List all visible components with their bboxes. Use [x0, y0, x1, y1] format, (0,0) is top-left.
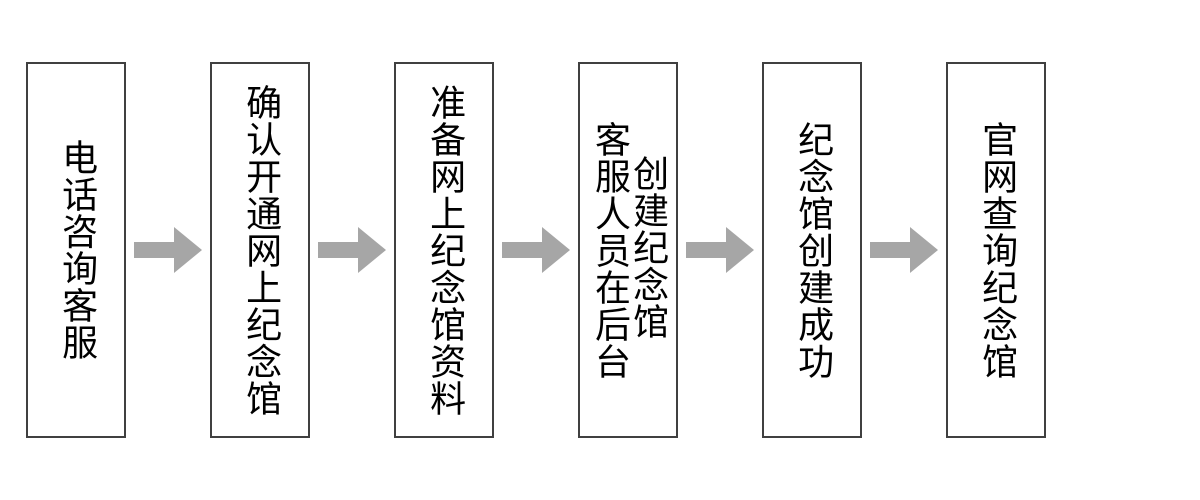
flow-node-4-label-column-1: 客服人员在后台: [589, 120, 630, 380]
flow-node-3-label: 准备网上纪念馆资料: [424, 83, 466, 417]
right-arrow-icon-2: [310, 227, 394, 273]
right-arrow-icon-3: [494, 227, 578, 273]
flow-node-1[interactable]: 电话咨询客服: [26, 62, 126, 438]
flow-node-4-label: 客服人员在后台 创建纪念馆: [589, 120, 669, 380]
flow-node-6-label: 官网查询纪念馆: [976, 120, 1018, 380]
flow-node-2[interactable]: 确认开通网上纪念馆: [210, 62, 310, 438]
flow-node-3[interactable]: 准备网上纪念馆资料: [394, 62, 494, 438]
flow-node-5[interactable]: 纪念馆创建成功: [762, 62, 862, 438]
flow-node-1-label: 电话咨询客服: [56, 139, 98, 361]
flow-node-2-label: 确认开通网上纪念馆: [240, 83, 282, 417]
flow-node-6[interactable]: 官网查询纪念馆: [946, 62, 1046, 438]
flow-node-4-label-column-2: 创建纪念馆: [627, 154, 669, 340]
right-arrow-icon-4: [678, 227, 762, 273]
flow-node-4[interactable]: 客服人员在后台 创建纪念馆: [578, 62, 678, 438]
right-arrow-icon-1: [126, 227, 210, 273]
right-arrow-icon-5: [862, 227, 946, 273]
flow-node-5-label: 纪念馆创建成功: [792, 120, 834, 380]
